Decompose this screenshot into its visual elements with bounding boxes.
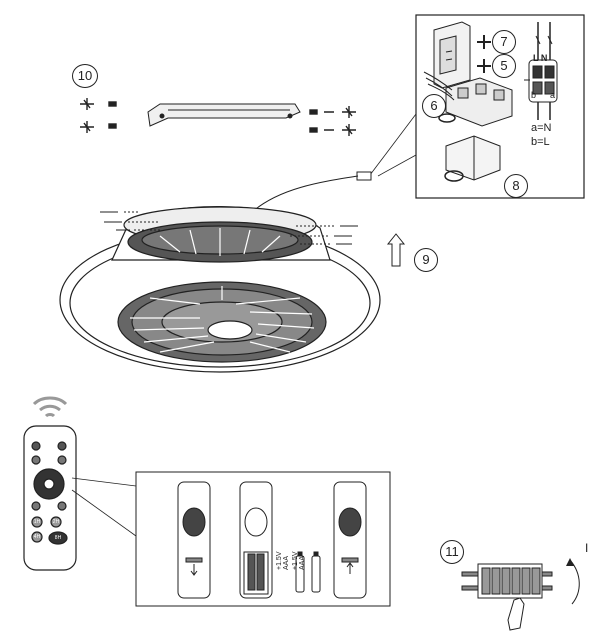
aaa-batteries <box>295 551 321 593</box>
screw-5 <box>477 59 491 73</box>
mounting-bar <box>147 103 301 127</box>
step-6-badge: 6 <box>422 94 446 118</box>
terminal-ln-label: L N <box>533 53 548 63</box>
up-arrow-icon <box>386 233 406 267</box>
remote-back-1 <box>177 481 211 599</box>
step-11-label: 11 <box>445 544 459 559</box>
step-9-label: 9 <box>422 252 430 267</box>
fan-cable <box>251 175 359 213</box>
terminal-a-label: a <box>550 90 556 100</box>
step-8-label: 8 <box>512 178 520 193</box>
legend-b-label: b=L <box>531 136 550 148</box>
cable-connector <box>356 171 372 181</box>
step-11-badge: 11 <box>440 540 464 564</box>
fan-body <box>59 206 381 373</box>
remote-callout-bottom <box>71 489 137 537</box>
terminal-block <box>445 77 513 127</box>
junction-bracket <box>433 21 471 89</box>
remote-button-1h: 1H <box>33 519 41 525</box>
remote-button-8h: 8H <box>54 535 62 541</box>
step-9-badge: 9 <box>414 248 438 272</box>
remote-back-2 <box>239 481 273 599</box>
anchor-screws-left <box>80 98 117 133</box>
step-8-badge: 8 <box>504 174 528 198</box>
step-10-badge: 10 <box>72 64 98 88</box>
washer-8 <box>444 170 464 182</box>
washer-6 <box>438 113 456 123</box>
step-10-label: 10 <box>77 68 93 83</box>
step-7-badge: 7 <box>492 30 516 54</box>
battery-2-label: +1.5V AAA <box>292 551 306 571</box>
wifi-icon <box>32 396 68 418</box>
step-5-label: 5 <box>500 58 508 73</box>
remote-button-4h: 4H <box>33 534 41 540</box>
grille-slats <box>130 228 315 353</box>
step-5-badge: 5 <box>492 54 516 78</box>
circuit-breaker <box>461 563 553 599</box>
step-6-label: 6 <box>430 98 438 113</box>
hand-icon <box>507 597 525 631</box>
connector-detail <box>524 22 558 120</box>
breaker-on-label: I <box>585 541 589 555</box>
terminal-b-label: b <box>531 90 537 100</box>
anchor-screws-right <box>309 106 356 136</box>
screw-7 <box>477 35 491 49</box>
battery-1-label: +1.5V AAA <box>276 551 290 571</box>
fan-screws-right <box>290 225 358 245</box>
supply-wires <box>423 71 455 101</box>
rotate-arrow-icon <box>569 559 580 605</box>
canopy-8 <box>445 135 501 181</box>
fan-screws-left <box>100 211 160 231</box>
remote-callout-top <box>71 477 137 487</box>
step-7-label: 7 <box>500 34 508 49</box>
legend-a-label: a=N <box>531 122 552 134</box>
callout-line-1 <box>369 113 417 176</box>
callout-line-2 <box>377 154 417 177</box>
remote-back-3 <box>333 481 367 599</box>
rotate-arrow-head-icon <box>566 558 574 566</box>
remote-control <box>23 425 77 571</box>
remote-button-2h: 2H <box>52 519 60 525</box>
